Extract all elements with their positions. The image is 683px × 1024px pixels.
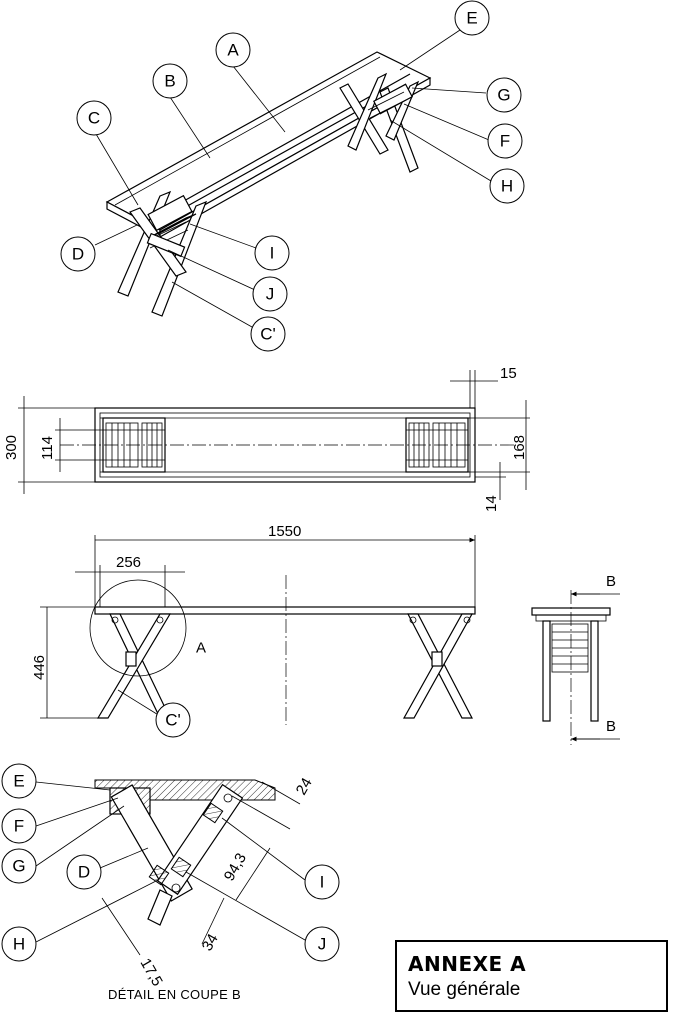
detail-callout-g: G [1,848,37,884]
svg-text:D: D [72,245,84,264]
svg-text:F: F [500,132,510,151]
front-callout-c-prime: C' [155,702,191,738]
svg-text:A: A [196,640,206,657]
svg-text:C': C' [260,325,276,344]
dim-256: 256 [116,554,141,571]
iso-callout-d: D [60,236,96,272]
svg-text:A: A [227,41,239,60]
svg-text:J: J [318,935,327,954]
iso-callout-i: I [254,235,290,271]
svg-text:H: H [501,177,513,196]
annex-subtitle: Vue générale [408,979,521,1000]
svg-text:D: D [78,863,90,882]
front-view: 1550 256 446 A C' [31,523,476,738]
front-detail-label-a: A [196,640,206,657]
svg-text:G: G [497,86,510,105]
side-view: B B [531,573,620,745]
dim-15: 15 [500,365,517,382]
dim-14: 14 [483,495,500,512]
svg-text:H: H [13,935,25,954]
detail-callout-j: J [304,926,340,962]
svg-text:J: J [266,285,275,304]
iso-callout-h: H [489,168,525,204]
iso-callout-a: A [215,32,251,68]
dim-1550: 1550 [268,523,301,540]
detail-callout-d: D [66,854,102,890]
dim-300: 300 [3,435,20,460]
iso-callout-c: C [76,100,112,136]
detail-section-b: 24 94,3 34 17,5 E F G D H I J [1,763,340,990]
svg-text:G: G [12,857,25,876]
iso-callout-e: E [454,0,490,36]
iso-callout-c-prime: C' [250,316,286,352]
iso-callout-g: G [486,77,522,113]
detail-callout-e: E [1,763,37,799]
svg-text:B: B [164,72,175,91]
iso-right-legs [339,72,420,173]
top-view: 300 114 168 15 14 [3,365,530,512]
detail-callout-i: I [304,864,340,900]
section-mark-b-top: B [606,573,616,590]
svg-text:E: E [13,772,24,791]
svg-text:C: C [88,109,100,128]
dim-24: 24 [293,775,316,798]
detail-callout-h: H [1,926,37,962]
annex-title-block: ANNEXE A Vue générale [395,940,668,1012]
detail-caption: DÉTAIL EN COUPE B [108,987,241,1002]
dim-168: 168 [511,435,528,460]
iso-left-legs [117,190,208,317]
dim-94-3: 94,3 [221,850,250,884]
dim-446: 446 [31,655,48,680]
dim-34: 34 [199,931,222,954]
dim-17-5: 17,5 [137,956,166,990]
svg-text:I: I [320,873,325,892]
iso-callout-j: J [252,276,288,312]
iso-callout-b: B [152,63,188,99]
svg-text:F: F [14,817,24,836]
annex-title: ANNEXE A [408,952,527,976]
iso-callout-f: F [487,123,523,159]
detail-callout-f: F [1,808,37,844]
section-mark-b-bottom: B [606,718,616,735]
dim-114: 114 [39,436,56,460]
iso-leaders [94,21,492,328]
svg-text:E: E [466,9,477,28]
svg-text:I: I [270,244,275,263]
svg-text:C': C' [165,711,181,730]
isometric-view: A B C D E G F H I J C' [60,0,525,352]
top-right-legs [405,417,469,473]
top-left-legs [102,417,166,473]
